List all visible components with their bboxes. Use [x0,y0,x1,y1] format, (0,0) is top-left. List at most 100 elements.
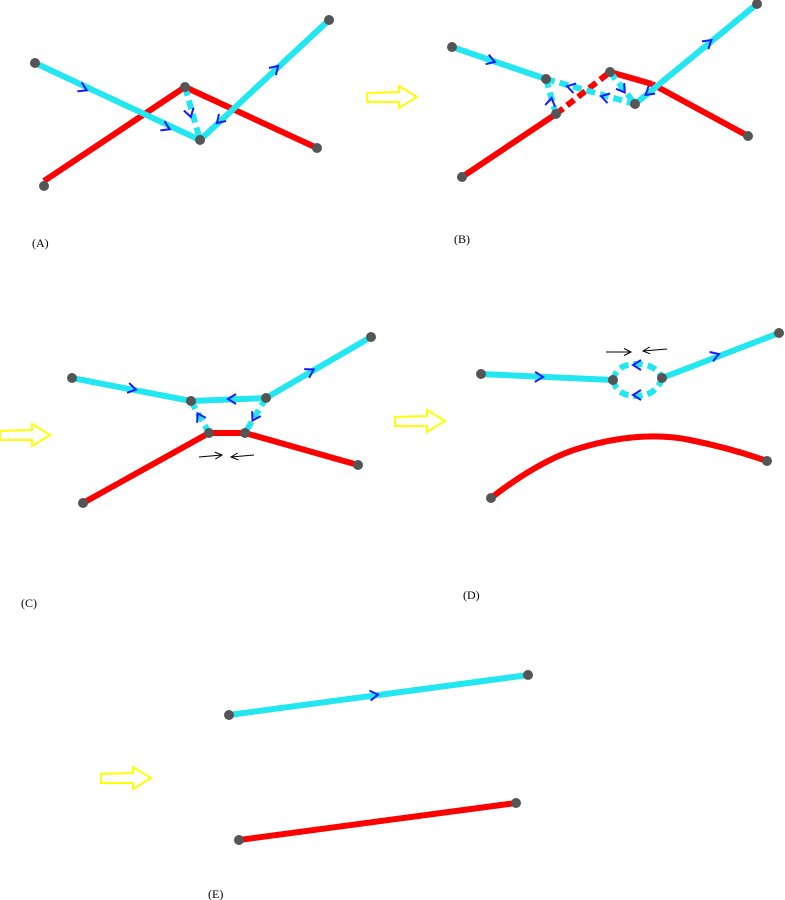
panel-a-marker-1 [77,81,89,93]
panel-a-node-3 [180,82,190,92]
panel-d-cyan-left [480,371,614,383]
panel-c-red-left [81,430,211,506]
panel-e-node-3 [234,835,244,845]
panel-d-marker-2 [631,359,642,371]
panel-b-node-1 [447,42,457,52]
panel-d-node-3 [608,375,618,385]
panel-b-marker-7 [701,38,713,50]
panel-c-cyan-left [71,375,192,404]
panel-d-black-arrow-right-head [623,348,633,356]
panel-b-red-right [650,81,750,139]
panel-b-marker-4 [599,92,611,104]
panel-c-black-arrow-left-head [229,452,239,461]
panel-a-cyan-right [197,17,332,143]
panel-c-marker-1 [126,382,138,394]
panel-b-cyan-loop-2 [545,76,636,107]
panel-a-node-6 [324,15,334,25]
panel-c-cyan-loop-left [188,399,212,435]
edges-layer [33,1,781,843]
panel-d-node-1 [476,369,486,379]
panel-b-marker-1 [485,54,497,66]
panel-d-marker-4 [709,351,721,363]
panel-d-node-6 [774,328,784,338]
panel-c-node-4 [204,428,214,438]
panel-c-marker-3 [196,411,207,423]
panel-a-cyan-left [33,60,202,143]
panel-a-red-right [183,84,319,151]
panel-a-marker-4 [215,113,227,125]
panel-e-red-line [238,800,517,843]
panel-d-black-arrow-left-head [641,346,651,355]
panel-b-cyan-left [451,44,547,82]
arrows-layer [0,84,668,791]
panel-b-marker-6 [644,85,656,97]
panel-label-c: (C) [21,596,37,610]
panel-a-node-4 [195,135,205,145]
panel-e-node-1 [224,710,234,720]
panel-d-marker-3 [631,389,642,401]
panel-b-node-2 [457,172,467,182]
panel-c-marker-4 [251,411,262,423]
panel-a-node-1 [30,58,40,68]
panel-b-node-4 [551,109,561,119]
panel-b-cyan-right [633,1,759,107]
panel-label-b: (B) [454,232,470,246]
panel-b-node-3 [541,74,551,84]
panel-b-node-6 [630,99,640,109]
panel-c-node-6 [261,393,271,403]
panel-d-cyan-right [660,330,781,381]
panel-c-marker-2 [226,393,237,405]
transition-arrow-c-d [394,408,447,434]
panel-c-black-arrow-right-head [214,451,224,460]
panel-b-cyan-loop-1 [543,78,559,115]
panel-a-marker-2 [160,120,172,132]
panel-d-node-5 [762,456,772,466]
nodes-layer [30,0,784,845]
panel-label-e: (E) [208,887,223,900]
panel-c-cyan-loop-right [242,396,269,435]
panel-b-node-8 [752,0,762,9]
panel-e-node-2 [523,670,533,680]
panel-label-a: (A) [32,236,49,250]
panel-c-node-2 [78,498,88,508]
panel-c-node-7 [353,460,363,470]
panel-d-node-2 [486,493,496,503]
panel-c-node-8 [366,332,376,342]
panel-a-marker-3 [183,107,195,119]
panel-c-marker-5 [304,368,316,379]
panel-d-red-curve [489,433,768,501]
panel-b-marker-5 [615,82,626,95]
panel-d-black-arrow-left [642,348,668,352]
transition-arrow-a-b [366,84,419,110]
panel-e-marker-1 [369,689,380,702]
panel-a-node-2 [39,181,49,191]
panel-a-red-left [42,84,187,184]
panel-b-red-top [609,69,653,87]
panel-e-node-4 [511,798,521,808]
panel-a-node-5 [312,143,322,153]
panel-c-red-right [244,430,359,468]
panel-b-cyan-loop-3 [607,70,638,106]
transition-arrow-b-c [0,422,52,448]
panel-b-red-left-2 [554,69,612,117]
panel-b-red-left-1 [460,111,558,180]
panel-c-black-arrow-right [198,454,223,458]
panel-b-node-5 [605,67,615,77]
panel-d-cyan-loop-top [610,360,665,381]
markers-layer [77,38,721,702]
panel-c-black-arrow-left [230,454,255,458]
panel-b-marker-2 [544,96,556,108]
transition-arrow-d-e [100,765,153,791]
panel-a-marker-5 [268,64,280,76]
panel-c-cyan-right [264,334,373,401]
panel-a-cyan-mid [182,86,203,141]
panel-b-node-7 [743,131,753,141]
panel-d-marker-1 [534,370,545,383]
panel-c-node-5 [240,428,250,438]
panel-d-node-4 [657,373,667,383]
panel-c-node-1 [67,373,77,383]
panel-c-node-3 [186,396,196,406]
panel-b-marker-3 [565,82,577,94]
panel-label-d: (D) [463,588,480,602]
